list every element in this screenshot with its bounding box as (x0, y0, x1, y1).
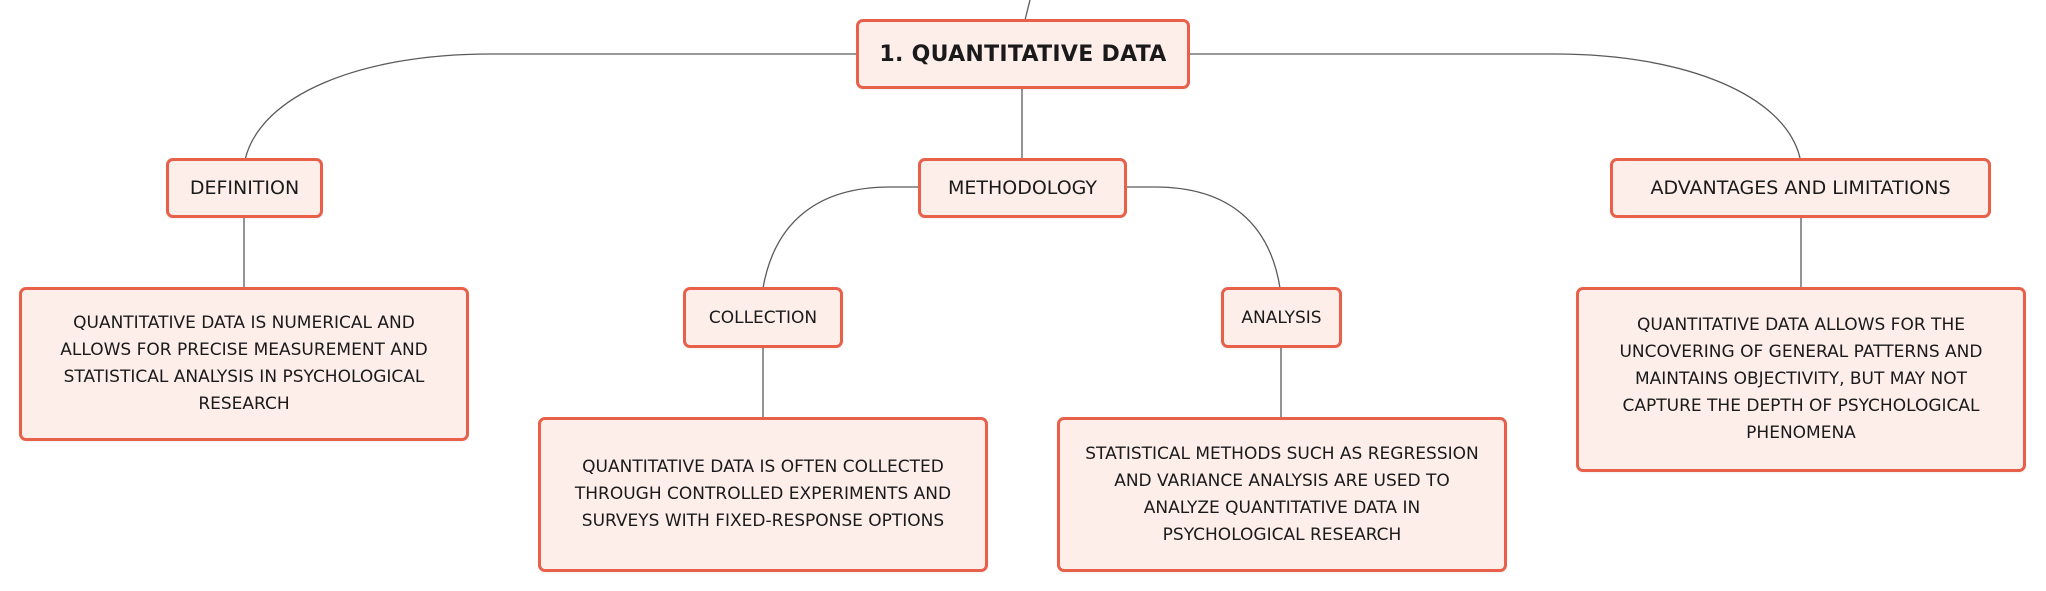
advantages-detail-text: QUANTITATIVE DATA ALLOWS FOR THE UNCOVER… (1619, 315, 1983, 443)
definition-detail-node[interactable]: QUANTITATIVE DATA IS NUMERICAL AND ALLOW… (19, 287, 469, 441)
advantages-detail-node[interactable]: QUANTITATIVE DATA ALLOWS FOR THE UNCOVER… (1576, 287, 2026, 472)
methodology-label: METHODOLOGY (947, 177, 1098, 199)
collection-detail-text: QUANTITATIVE DATA IS OFTEN COLLECTED THR… (574, 457, 952, 531)
analysis-label: ANALYSIS (1241, 307, 1322, 328)
advantages-label: ADVANTAGES AND LIMITATIONS (1650, 177, 1951, 199)
methodology-node[interactable]: METHODOLOGY (918, 158, 1127, 218)
connector-methodology-analysis (1126, 186, 1281, 289)
collection-node[interactable]: COLLECTION (683, 287, 843, 348)
collection-label: COLLECTION (708, 307, 818, 328)
advantages-node[interactable]: ADVANTAGES AND LIMITATIONS (1610, 158, 1991, 218)
analysis-node[interactable]: ANALYSIS (1221, 287, 1342, 348)
connector-root-advantages (1190, 53, 1801, 159)
connector-root-definition (244, 53, 858, 161)
connector-incoming-root (1024, 0, 1031, 21)
root-node[interactable]: 1. QUANTITATIVE DATA (856, 19, 1190, 89)
definition-detail-text: QUANTITATIVE DATA IS NUMERICAL AND ALLOW… (60, 313, 428, 414)
connector-methodology-collection (762, 186, 920, 289)
analysis-detail-text: STATISTICAL METHODS SUCH AS REGRESSION A… (1085, 443, 1479, 545)
collection-detail-node[interactable]: QUANTITATIVE DATA IS OFTEN COLLECTED THR… (538, 417, 988, 572)
definition-label: DEFINITION (189, 177, 300, 199)
root-label: 1. QUANTITATIVE DATA (879, 41, 1167, 67)
definition-node[interactable]: DEFINITION (166, 158, 323, 218)
analysis-detail-node[interactable]: STATISTICAL METHODS SUCH AS REGRESSION A… (1057, 417, 1507, 572)
